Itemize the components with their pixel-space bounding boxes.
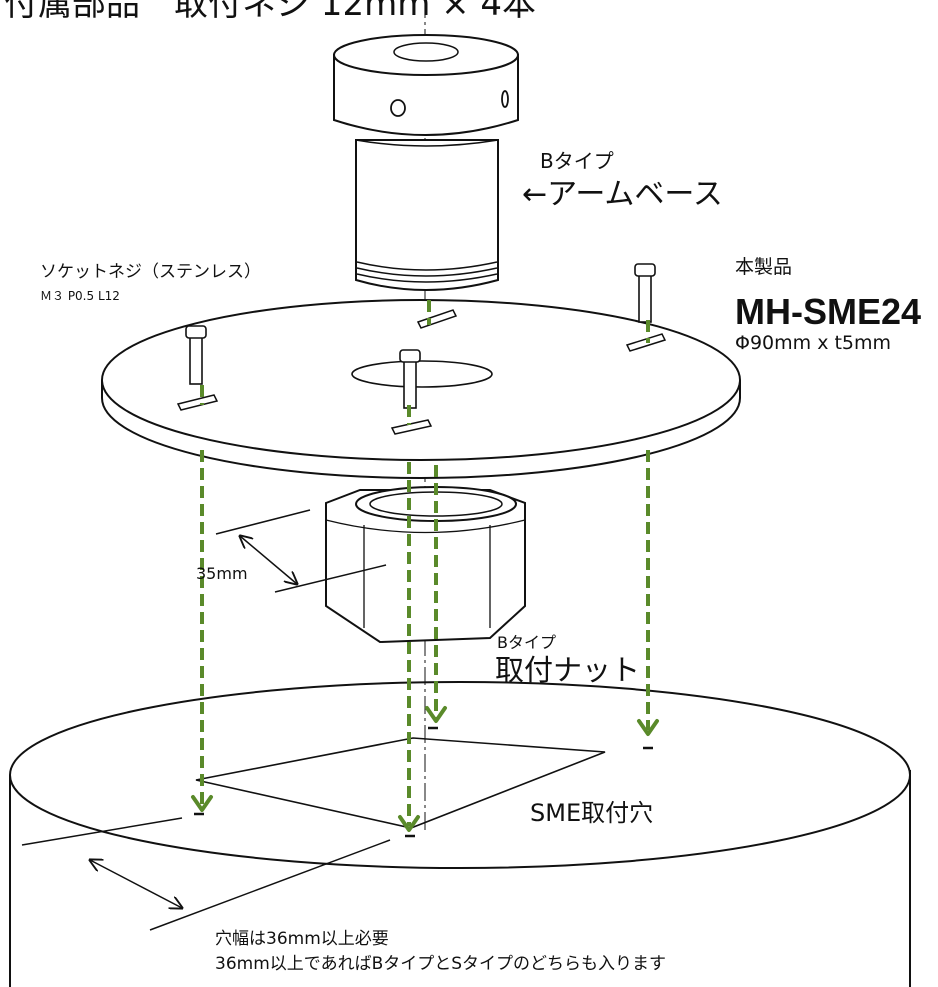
sme-hole-label: SME取付穴 [530, 799, 654, 827]
arm-base-label: ←アームベース [522, 177, 723, 212]
compatibility-note: 36mm以上であればBタイプとSタイプのどちらも入ります [215, 954, 667, 974]
hole-markers [194, 726, 653, 838]
product-plate [101, 299, 741, 479]
screw-spec-label: Ｍ３ P0.5 L12 [40, 289, 120, 303]
accessory-title: 付属部品 取付ネジ 12mm × 4本 [4, 0, 537, 24]
nut-dimension [215, 509, 387, 593]
product-label: 本製品 [735, 256, 793, 278]
socket-screws [185, 263, 656, 409]
mount-nut [325, 486, 526, 644]
size-spec: Φ90mm x t5mm [735, 332, 892, 354]
mount-nut-label: 取付ナット [495, 653, 641, 687]
sme-cylinder [9, 681, 911, 987]
hole-width-dimension [21, 817, 391, 931]
nut-dimension-label: 35mm [196, 564, 248, 583]
arm-base [333, 34, 519, 291]
model-number: MH-SME24 [735, 291, 922, 332]
socket-screw-label: ソケットネジ（ステンレス） [40, 262, 261, 282]
assembly-arrows [200, 300, 650, 826]
hole-width-note: 穴幅は36mm以上必要 [215, 929, 389, 949]
b-type-label-nut: Bタイプ [497, 633, 556, 652]
b-type-label-arm: Bタイプ [540, 149, 614, 173]
assembly-arrowheads [191, 706, 659, 832]
